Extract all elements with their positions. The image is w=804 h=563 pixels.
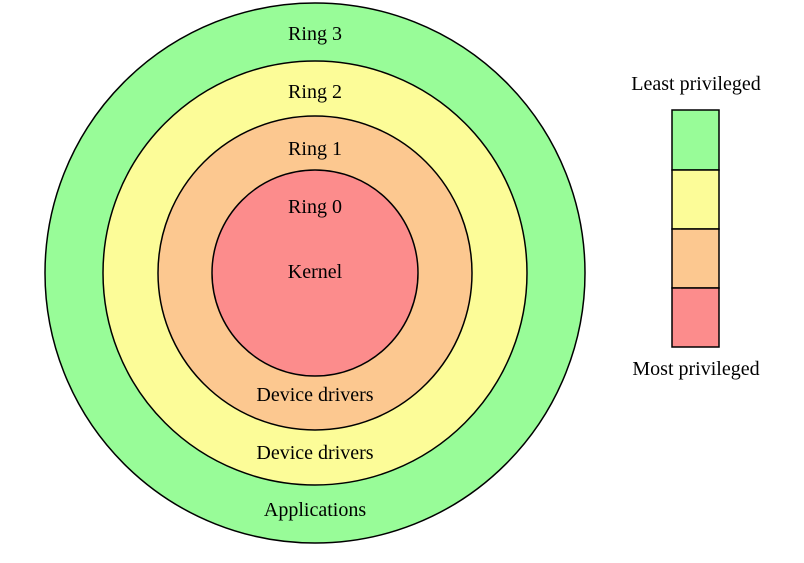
ring-1-title: Ring 1 (288, 138, 342, 160)
privilege-scale: Least privileged Most privileged (631, 73, 760, 380)
scale-swatch-2 (671, 169, 720, 230)
ring-0-role: Kernel (288, 261, 343, 283)
ring-2-role: Device drivers (256, 442, 373, 464)
rings-group (44, 2, 586, 544)
least-privileged-label: Least privileged (631, 73, 760, 95)
ring-2-title: Ring 2 (288, 81, 342, 103)
most-privileged-label: Most privileged (632, 358, 759, 380)
ring-3-title: Ring 3 (288, 23, 342, 45)
ring-1-role: Device drivers (256, 384, 373, 406)
scale-swatch-most (671, 287, 720, 348)
ring-3-role: Applications (264, 499, 366, 521)
scale-swatch-1 (671, 228, 720, 289)
scale-swatch-least (671, 109, 720, 171)
ring-0-title: Ring 0 (288, 196, 342, 218)
ring-0-circle (211, 169, 419, 377)
